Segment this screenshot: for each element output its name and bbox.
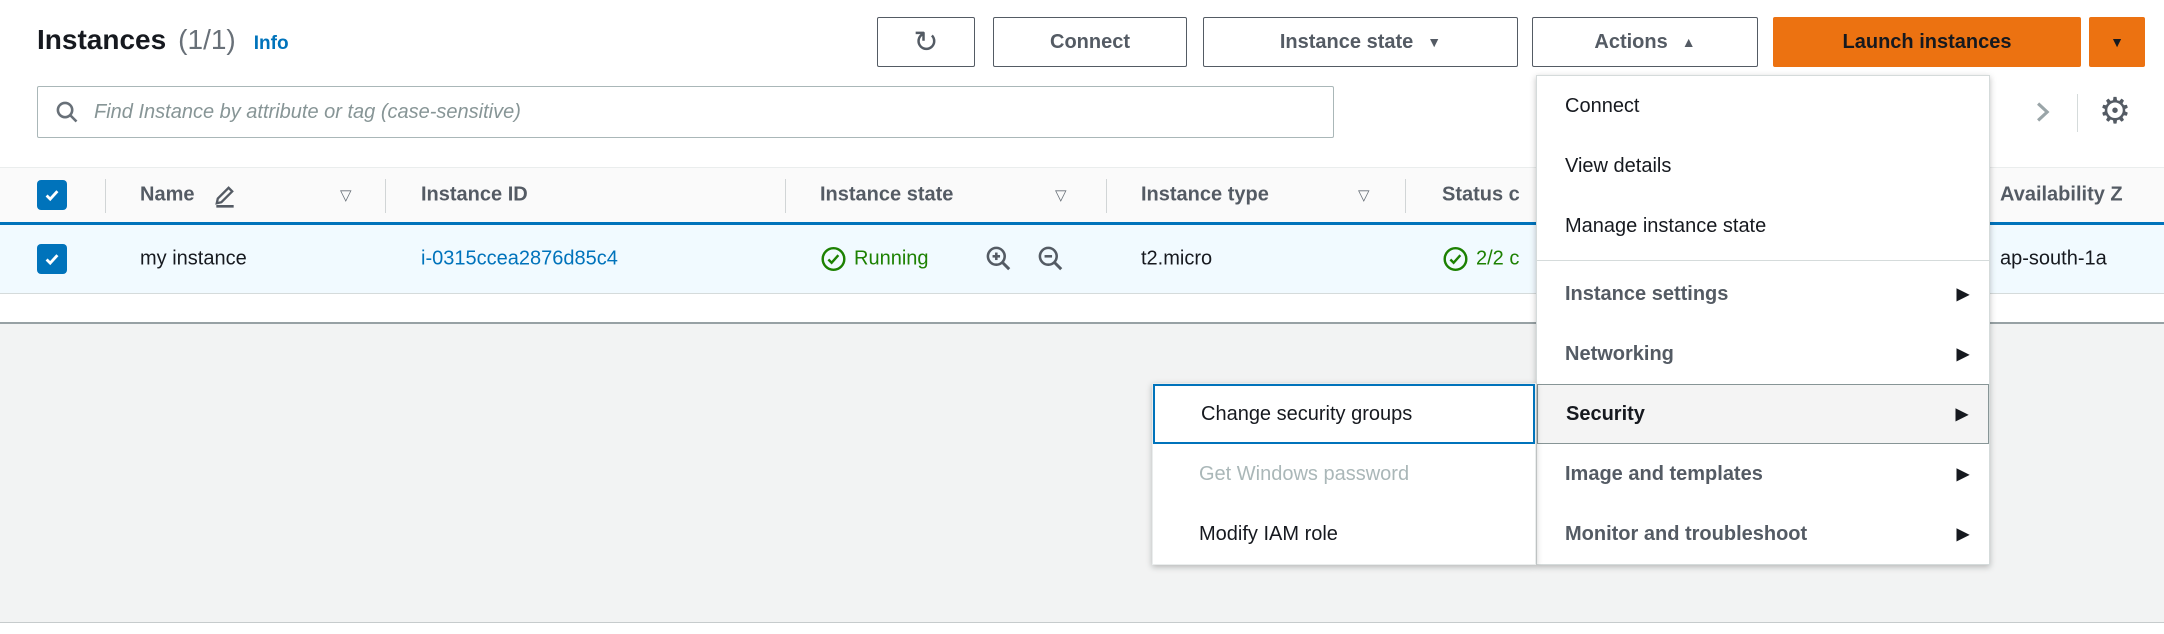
- sort-caret-icon[interactable]: ▽: [340, 187, 352, 204]
- bottom-panel-edge: [0, 622, 2164, 634]
- page-header: Instances (1/1) Info: [37, 24, 289, 56]
- gear-icon: ⚙: [2098, 90, 2132, 131]
- chevron-right-icon: [2029, 99, 2055, 125]
- actions-menu: Connect View details Manage instance sta…: [1536, 75, 1990, 565]
- submenu-arrow-icon: ▶: [1956, 346, 1969, 363]
- search-icon: [54, 99, 80, 125]
- instance-count: (1/1): [178, 24, 236, 55]
- select-all-checkbox[interactable]: [37, 180, 67, 210]
- zoom-out-filter-icon[interactable]: [1036, 244, 1066, 274]
- instance-type-cell: t2.micro: [1141, 247, 1213, 270]
- preferences-button[interactable]: ⚙: [2093, 88, 2137, 134]
- info-link[interactable]: Info: [253, 33, 289, 54]
- column-header-instance-id[interactable]: Instance ID: [421, 183, 528, 206]
- launch-instances-label: Launch instances: [1842, 30, 2012, 53]
- menu-item-label: Image and templates: [1565, 462, 1763, 485]
- menu-item-label: Security: [1566, 402, 1645, 425]
- menu-item-label: Instance settings: [1565, 282, 1729, 305]
- caret-up-icon: ▲: [1681, 34, 1696, 50]
- column-divider: [1405, 179, 1406, 213]
- menu-item-label: Manage instance state: [1565, 214, 1767, 237]
- menu-item-image-and-templates[interactable]: Image and templates ▶: [1537, 444, 1989, 504]
- menu-item-networking[interactable]: Networking ▶: [1537, 324, 1989, 384]
- sort-caret-icon[interactable]: ▽: [1055, 187, 1067, 204]
- toolbar-divider: [2077, 94, 2078, 132]
- availability-zone-cell: ap-south-1a: [2000, 247, 2107, 270]
- column-divider: [785, 179, 786, 213]
- zoom-in-filter-icon[interactable]: [984, 244, 1014, 274]
- menu-separator: [1537, 256, 1989, 264]
- submenu-item-modify-iam-role[interactable]: Modify IAM role: [1153, 504, 1535, 564]
- actions-dropdown-button[interactable]: Actions ▲: [1532, 17, 1758, 67]
- status-check-cell: 2/2 c: [1476, 247, 1520, 270]
- menu-item-label: Connect: [1565, 94, 1640, 117]
- menu-item-monitor-and-troubleshoot[interactable]: Monitor and troubleshoot ▶: [1537, 504, 1989, 564]
- menu-item-view-details[interactable]: View details: [1537, 136, 1989, 196]
- instance-id-link[interactable]: i-0315ccea2876d85c4: [421, 247, 618, 270]
- submenu-item-label: Change security groups: [1201, 402, 1413, 425]
- submenu-item-change-security-groups[interactable]: Change security groups: [1153, 384, 1535, 444]
- submenu-arrow-icon: ▶: [1956, 286, 1969, 303]
- submenu-arrow-icon: ▶: [1956, 526, 1969, 543]
- column-divider: [105, 179, 106, 213]
- search-bar: [37, 86, 1334, 138]
- column-header-status-check[interactable]: Status c: [1442, 183, 1520, 206]
- menu-item-label: Monitor and troubleshoot: [1565, 522, 1808, 545]
- actions-label: Actions: [1594, 30, 1668, 53]
- menu-item-label: Networking: [1565, 342, 1674, 365]
- column-header-instance-state[interactable]: Instance state: [820, 183, 954, 206]
- menu-item-manage-instance-state[interactable]: Manage instance state: [1537, 196, 1989, 256]
- status-check-icon: [1442, 246, 1469, 273]
- menu-item-connect[interactable]: Connect: [1537, 76, 1989, 136]
- menu-item-security[interactable]: Security ▶: [1537, 384, 1989, 444]
- connect-button[interactable]: Connect: [993, 17, 1187, 67]
- instance-state-cell: Running: [854, 247, 929, 270]
- column-header-availability-zone[interactable]: Availability Z: [2000, 183, 2123, 206]
- launch-instances-button[interactable]: Launch instances: [1773, 17, 2081, 67]
- caret-down-icon: ▼: [2110, 34, 2124, 50]
- search-input[interactable]: [92, 99, 1333, 125]
- submenu-arrow-icon: ▶: [1955, 406, 1968, 423]
- instance-state-dropdown-button[interactable]: Instance state ▼: [1203, 17, 1518, 67]
- pagination-next-button[interactable]: [2022, 92, 2062, 132]
- running-status-icon: [820, 246, 847, 273]
- launch-instances-split-caret-button[interactable]: ▼: [2089, 17, 2145, 67]
- refresh-button[interactable]: ↻: [877, 17, 975, 67]
- menu-item-instance-settings[interactable]: Instance settings ▶: [1537, 264, 1989, 324]
- page-title: Instances: [37, 24, 167, 55]
- column-header-instance-type[interactable]: Instance type: [1141, 183, 1269, 206]
- edit-pencil-icon[interactable]: [212, 182, 238, 208]
- menu-item-label: View details: [1565, 154, 1672, 177]
- column-divider: [1106, 179, 1107, 213]
- security-submenu: Change security groups Get Windows passw…: [1152, 383, 1536, 565]
- instance-name-cell: my instance: [140, 247, 247, 270]
- row-checkbox[interactable]: [37, 244, 67, 274]
- connect-button-label: Connect: [1050, 30, 1130, 53]
- submenu-arrow-icon: ▶: [1956, 466, 1969, 483]
- refresh-icon: ↻: [913, 25, 939, 59]
- column-divider: [385, 179, 386, 213]
- column-header-name[interactable]: Name: [140, 183, 195, 206]
- submenu-item-label: Modify IAM role: [1199, 522, 1338, 545]
- submenu-item-get-windows-password: Get Windows password: [1153, 444, 1535, 504]
- caret-down-icon: ▼: [1427, 34, 1442, 50]
- instance-state-label: Instance state: [1279, 30, 1414, 53]
- submenu-item-label: Get Windows password: [1199, 462, 1410, 485]
- sort-caret-icon[interactable]: ▽: [1358, 187, 1370, 204]
